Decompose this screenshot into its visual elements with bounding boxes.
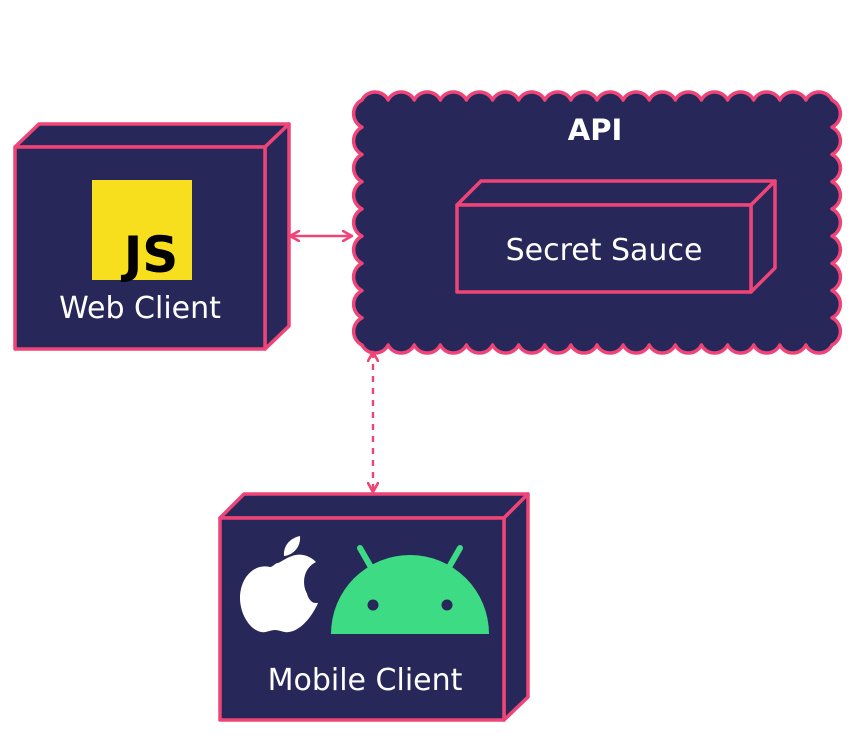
web-client-label: Web Client bbox=[59, 291, 221, 326]
apple-icon bbox=[240, 536, 320, 633]
javascript-logo-text: JS bbox=[121, 226, 179, 284]
secret-sauce-node[interactable]: Secret Sauce bbox=[455, 179, 777, 294]
api-cloud-node[interactable]: API Secret Sauce bbox=[351, 90, 843, 355]
web-client-node[interactable]: JS Web Client bbox=[13, 122, 291, 351]
android-icon bbox=[331, 545, 489, 634]
secret-sauce-label: Secret Sauce bbox=[506, 233, 703, 268]
mobile-client-label: Mobile Client bbox=[268, 663, 463, 698]
mobile-client-node[interactable]: Mobile Client bbox=[218, 492, 530, 722]
api-label: API bbox=[568, 113, 623, 147]
javascript-logo: JS bbox=[92, 180, 192, 284]
